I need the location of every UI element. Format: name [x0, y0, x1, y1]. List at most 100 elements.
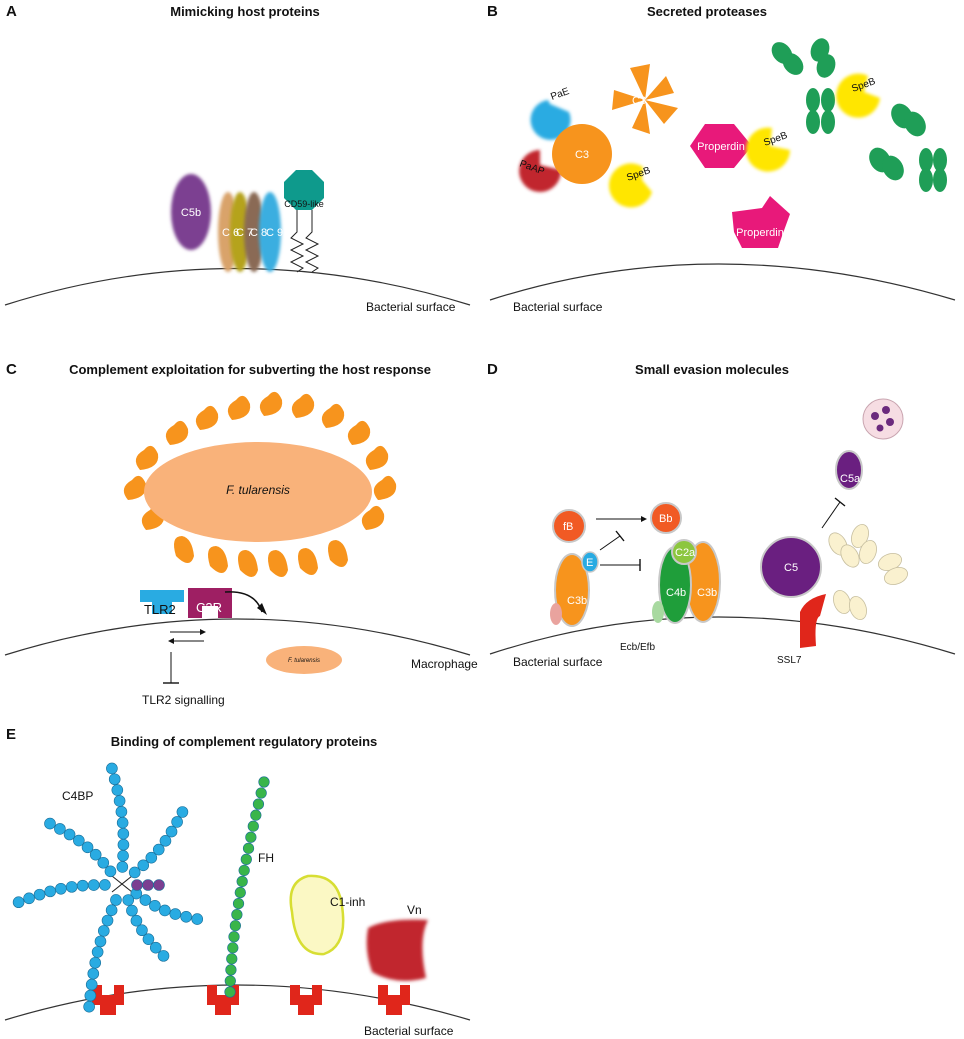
- c9-label: C 9: [266, 227, 283, 239]
- properdin-1-label: Properdin: [697, 141, 745, 153]
- c4bp-bead: [97, 856, 110, 869]
- c4bp-bead: [76, 879, 89, 892]
- panel-c-title: Complement exploitation for subverting t…: [69, 362, 431, 377]
- c4bp-bead: [139, 894, 152, 906]
- e-label: E: [586, 557, 593, 569]
- fh-bead: [232, 897, 245, 910]
- c4bp-bead: [94, 935, 107, 948]
- c2a-label: C2a: [675, 547, 696, 559]
- c4bp-bead: [169, 908, 182, 920]
- c4bp-bead: [145, 851, 158, 864]
- fh-bead: [226, 953, 238, 965]
- c4bp-bead: [87, 967, 100, 980]
- panel-c-letter: C: [6, 361, 17, 378]
- c6-label: C 6: [222, 227, 239, 239]
- panel-b-letter: B: [487, 3, 498, 20]
- fh-bead: [252, 798, 265, 810]
- gpi-anchor-1: [289, 210, 305, 273]
- c4bp-bead: [81, 841, 94, 854]
- c5-label: C5: [784, 562, 798, 574]
- c3b-opsonins: [123, 391, 397, 577]
- panel-d: D Small evasion molecules Bacterial surf…: [487, 361, 956, 669]
- c4bp-bead: [89, 848, 102, 861]
- c4bp-label: C4BP: [62, 789, 93, 803]
- fh-bead: [255, 787, 267, 799]
- c4bp-bead: [136, 924, 148, 937]
- fh-molecule: [224, 776, 270, 998]
- c4bp-bead: [128, 866, 141, 879]
- c4bp-bead: [137, 859, 150, 872]
- panel-e: E Binding of complement regulatory prote…: [4, 726, 471, 1038]
- neutrophil-cell: [862, 398, 904, 440]
- internalised-bacterium-label: F. tularensis: [288, 658, 320, 664]
- c4bp-bead: [65, 881, 78, 893]
- c4bp-bead: [152, 843, 165, 856]
- c4bp-bead: [159, 904, 171, 917]
- c4bp-bead: [84, 989, 97, 1002]
- fh-bead: [250, 809, 262, 821]
- c4bp-beta-bead: [153, 879, 165, 891]
- fh-bead: [229, 920, 241, 932]
- c3-whole: [552, 124, 612, 184]
- f-tularensis-label: F. tularensis: [226, 483, 290, 497]
- c4bp-bead: [117, 838, 130, 851]
- c4bp-bead: [116, 861, 129, 873]
- c8-label: C 8: [250, 227, 267, 239]
- c3b-left: [554, 553, 590, 627]
- c1-inh-shape: [289, 874, 345, 956]
- c2a-shape: [671, 539, 697, 565]
- c4bp-bead: [142, 933, 155, 945]
- fh-bead: [224, 975, 236, 987]
- c4bp-bead: [97, 925, 110, 937]
- c4bp-bead: [54, 823, 66, 835]
- panel-c-surface-label: Macrophage: [411, 657, 478, 671]
- c4bp-bead: [165, 825, 178, 838]
- c4bp-bead: [116, 816, 129, 829]
- panel-d-surface-label: Bacterial surface: [513, 655, 603, 669]
- c4bp-bead: [108, 773, 121, 786]
- fb-label: fB: [563, 521, 573, 533]
- ssl7-shape: [800, 594, 826, 648]
- pae-label: PaE: [549, 86, 571, 103]
- fh-bead: [242, 842, 255, 854]
- e-inhibit-bb: [599, 535, 621, 551]
- panel-b: B Secreted proteases Bacterial surface P…: [487, 3, 956, 314]
- panel-d-membrane: [489, 616, 956, 655]
- ssl7-label: SSL7: [777, 655, 802, 666]
- c9-shape: [259, 192, 281, 272]
- c4bp-bead: [191, 913, 204, 925]
- bb-label: Bb: [659, 513, 672, 525]
- panel-b-title: Secreted proteases: [647, 4, 767, 19]
- c4bp-core-line: [111, 875, 133, 893]
- c4bp-bead: [176, 806, 189, 818]
- c4bp-bead: [106, 762, 118, 775]
- panel-c-membrane: [4, 618, 471, 656]
- bb-fragment: [650, 502, 682, 534]
- mac-complex: C5b C 6 C 7 C 8 C 9: [171, 174, 283, 272]
- c4bp-bead: [126, 904, 138, 917]
- c4bp-molecule: [12, 762, 204, 1013]
- fh-bead: [245, 831, 257, 843]
- panel-e-surface-label: Bacterial surface: [364, 1024, 454, 1038]
- c3b-left-label: C3b: [567, 595, 587, 607]
- c1-inh-label: C1-inh: [330, 895, 365, 909]
- vn-label: Vn: [407, 903, 422, 917]
- c4bp-beta-bead: [142, 879, 154, 891]
- ecb-efb-label: Ecb/Efb: [620, 642, 655, 653]
- c4bp-beta-bead: [131, 879, 143, 891]
- igg-pale: [828, 523, 909, 621]
- fh-bead: [227, 942, 239, 954]
- pae-protease: [530, 100, 571, 140]
- fh-bead: [228, 931, 240, 943]
- surface-receptors: [92, 985, 410, 1015]
- c5a-shape: [835, 450, 863, 490]
- c3r-label: C3R: [196, 600, 222, 615]
- panel-d-letter: D: [487, 361, 498, 378]
- c5a-label: C5a: [840, 473, 861, 485]
- panel-a-title: Mimicking host proteins: [170, 4, 320, 19]
- c4bp-bead: [23, 892, 35, 905]
- fh-bead: [258, 776, 270, 788]
- cd59-like-protein: CD59-like: [284, 170, 324, 273]
- c3-whole-label: C3: [575, 149, 589, 161]
